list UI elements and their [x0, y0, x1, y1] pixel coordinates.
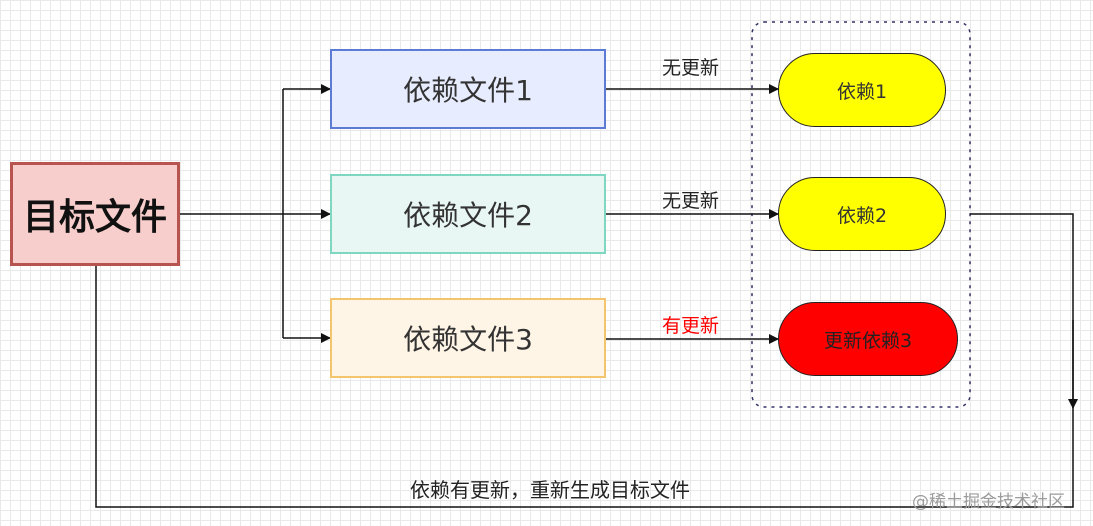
- dependency-file-3-node: 依赖文件3: [330, 298, 606, 378]
- edge-rebuild-loop: [95, 213, 1074, 508]
- edge-label-no-update-2: 无更新: [662, 190, 720, 212]
- dependency-file-1-label: 依赖文件1: [403, 74, 533, 107]
- dependency-2-node: 依赖2: [778, 177, 946, 251]
- dependency-file-2-label: 依赖文件2: [403, 199, 533, 232]
- target-file-node: 目标文件: [10, 162, 180, 266]
- target-file-label: 目标文件: [22, 197, 167, 238]
- dependency-1-node: 依赖1: [778, 53, 946, 127]
- rebuild-edge-label: 依赖有更新，重新生成目标文件: [410, 478, 690, 502]
- edge-label-no-update-1: 无更新: [662, 57, 720, 79]
- updated-dependency-3-label: 更新依赖3: [823, 329, 913, 352]
- dependency-2-label: 依赖2: [836, 204, 888, 227]
- dependency-file-2-node: 依赖文件2: [330, 174, 606, 254]
- edge-label-has-update: 有更新: [662, 315, 720, 337]
- dependency-file-3-label: 依赖文件3: [403, 323, 533, 356]
- dependency-file-1-node: 依赖文件1: [330, 49, 606, 129]
- updated-dependency-3-node: 更新依赖3: [778, 302, 958, 376]
- dependency-1-label: 依赖1: [836, 80, 888, 103]
- watermark: @稀土掘金技术社区: [912, 492, 1065, 512]
